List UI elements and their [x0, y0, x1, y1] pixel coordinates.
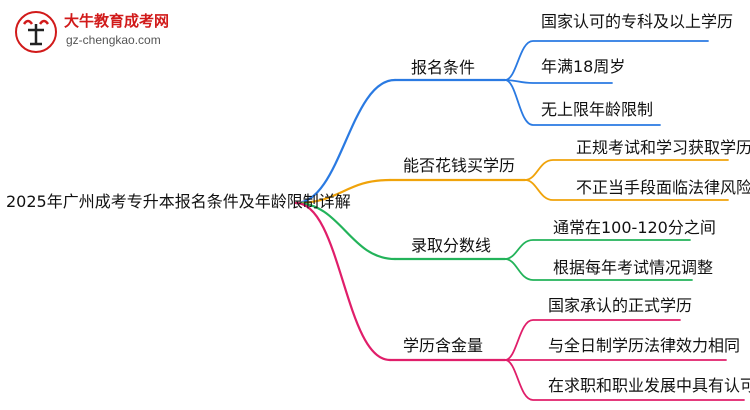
branch-node: 报名条件 [411, 58, 476, 77]
logo-url: gz-chengkao.com [66, 33, 161, 47]
leaf-connector [504, 359, 745, 401]
leaf-node: 通常在100-120分之间 [553, 218, 716, 237]
leaf-node: 年满18周岁 [541, 57, 626, 76]
branch-node: 录取分数线 [411, 236, 492, 255]
leaf-connector [504, 258, 693, 281]
leaf-connector [504, 79, 661, 126]
branch-connector [294, 201, 392, 362]
bull-logo-icon [15, 11, 57, 53]
leaf-connector [504, 79, 613, 84]
root-node: 2025年广州成考专升本报名条件及年龄限制详解 [6, 192, 351, 211]
branch-node: 能否花钱买学历 [403, 156, 516, 175]
branch-connector [294, 78, 397, 205]
leaf-node: 国家认可的专科及以上学历 [541, 12, 734, 31]
leaf-node: 无上限年龄限制 [541, 100, 654, 119]
leaf-node: 在求职和职业发展中具有认可度 [548, 376, 750, 395]
leaf-connector [504, 319, 681, 361]
leaf-connector [524, 179, 729, 201]
site-logo: 大牛教育成考网 gz-chengkao.com [14, 6, 224, 54]
leaf-node: 正规考试和学习获取学历 [576, 138, 750, 157]
branch-connector [294, 178, 392, 205]
leaf-node: 国家承认的正式学历 [548, 296, 693, 315]
leaf-connector [524, 159, 729, 181]
leaf-connector [504, 239, 691, 260]
branch-node: 学历含金量 [403, 336, 484, 355]
leaf-connector [504, 40, 709, 81]
leaf-node: 根据每年考试情况调整 [553, 258, 714, 277]
logo-title: 大牛教育成考网 [64, 12, 170, 30]
leaf-node: 不正当手段面临法律风险 [576, 178, 750, 197]
branch-connector [294, 201, 397, 261]
leaf-node: 与全日制学历法律效力相同 [548, 336, 741, 355]
